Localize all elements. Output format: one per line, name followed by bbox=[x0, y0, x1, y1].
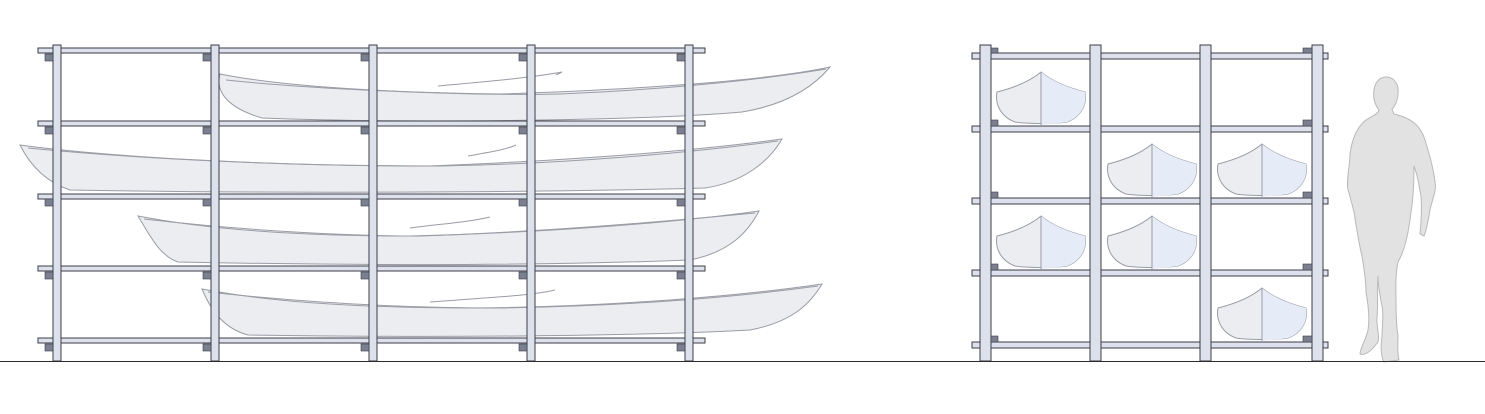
rail-bracket bbox=[518, 198, 528, 207]
side-post bbox=[368, 44, 378, 362]
side-elevation bbox=[19, 44, 832, 362]
end-elevation bbox=[971, 44, 1329, 362]
kayak-cross-section bbox=[1107, 215, 1197, 269]
kayak-deck-line bbox=[207, 285, 819, 309]
rail-bracket bbox=[360, 126, 370, 135]
kayak-row-1 bbox=[218, 66, 832, 122]
rail-bracket bbox=[44, 271, 54, 280]
end-rail bbox=[971, 125, 1329, 133]
person-silhouette-icon bbox=[1346, 76, 1436, 363]
end-rail bbox=[971, 341, 1329, 349]
kayak-row-2 bbox=[19, 138, 783, 193]
side-brackets bbox=[44, 53, 686, 352]
kayak-deck-line bbox=[143, 212, 756, 237]
rail-bracket bbox=[202, 198, 212, 207]
rail-bracket bbox=[360, 198, 370, 207]
end-brackets bbox=[990, 47, 1313, 343]
rail-bracket bbox=[518, 126, 528, 135]
rail-bracket bbox=[1302, 119, 1313, 127]
rail-bracket bbox=[990, 263, 999, 271]
rail-bracket bbox=[676, 126, 686, 135]
end-post bbox=[979, 44, 992, 362]
rail-bracket bbox=[676, 198, 686, 207]
kayak-cockpit-rim bbox=[467, 144, 517, 157]
rail-bracket bbox=[202, 343, 212, 352]
kayak-deck-line bbox=[27, 140, 779, 167]
kayak-row-4 bbox=[201, 283, 823, 337]
end-rail bbox=[971, 52, 1329, 60]
rail-bracket bbox=[1302, 335, 1313, 343]
end-rail bbox=[971, 197, 1329, 205]
kayak-cross-section bbox=[1217, 287, 1307, 341]
end-post bbox=[1311, 44, 1324, 362]
rail-bracket bbox=[1302, 191, 1313, 199]
rail-bracket bbox=[518, 53, 528, 62]
end-rails bbox=[971, 52, 1329, 349]
kayak-deck-line bbox=[225, 68, 827, 95]
rail-bracket bbox=[1302, 47, 1313, 54]
end-post bbox=[1199, 44, 1212, 362]
end-rail bbox=[971, 269, 1329, 277]
kayak-hull bbox=[136, 210, 760, 265]
kayak-cross-section bbox=[996, 215, 1086, 269]
kayak-row-3 bbox=[136, 210, 760, 265]
kayak-cockpit-rim bbox=[409, 216, 491, 229]
kayak-cockpit-rim bbox=[429, 289, 556, 303]
rail-bracket bbox=[1302, 263, 1313, 271]
rail-bracket bbox=[44, 126, 54, 135]
rail-bracket bbox=[360, 343, 370, 352]
rail-bracket bbox=[990, 119, 999, 127]
rail-bracket bbox=[518, 271, 528, 280]
kayak-hull bbox=[201, 283, 823, 337]
end-post bbox=[1089, 44, 1102, 362]
rail-bracket bbox=[676, 271, 686, 280]
side-post bbox=[684, 44, 694, 362]
end-hulls bbox=[996, 71, 1307, 341]
side-post bbox=[526, 44, 536, 362]
kayak-cross-section bbox=[1107, 143, 1197, 197]
kayak-cockpit-rim bbox=[437, 71, 563, 87]
rail-bracket bbox=[990, 335, 999, 343]
rail-bracket bbox=[44, 343, 54, 352]
rail-bracket bbox=[360, 271, 370, 280]
rail-bracket bbox=[202, 126, 212, 135]
rail-bracket bbox=[990, 47, 999, 54]
rail-bracket bbox=[360, 53, 370, 62]
rail-bracket bbox=[676, 53, 686, 62]
rail-bracket bbox=[202, 271, 212, 280]
rail-bracket bbox=[44, 53, 54, 62]
rail-bracket bbox=[990, 191, 999, 199]
rail-bracket bbox=[44, 198, 54, 207]
kayak-cross-section bbox=[1217, 143, 1307, 197]
rail-bracket bbox=[518, 343, 528, 352]
side-post bbox=[52, 44, 62, 362]
rail-bracket bbox=[202, 53, 212, 62]
side-post bbox=[210, 44, 220, 362]
rail-bracket bbox=[676, 343, 686, 352]
kayak-cross-section bbox=[996, 71, 1086, 125]
